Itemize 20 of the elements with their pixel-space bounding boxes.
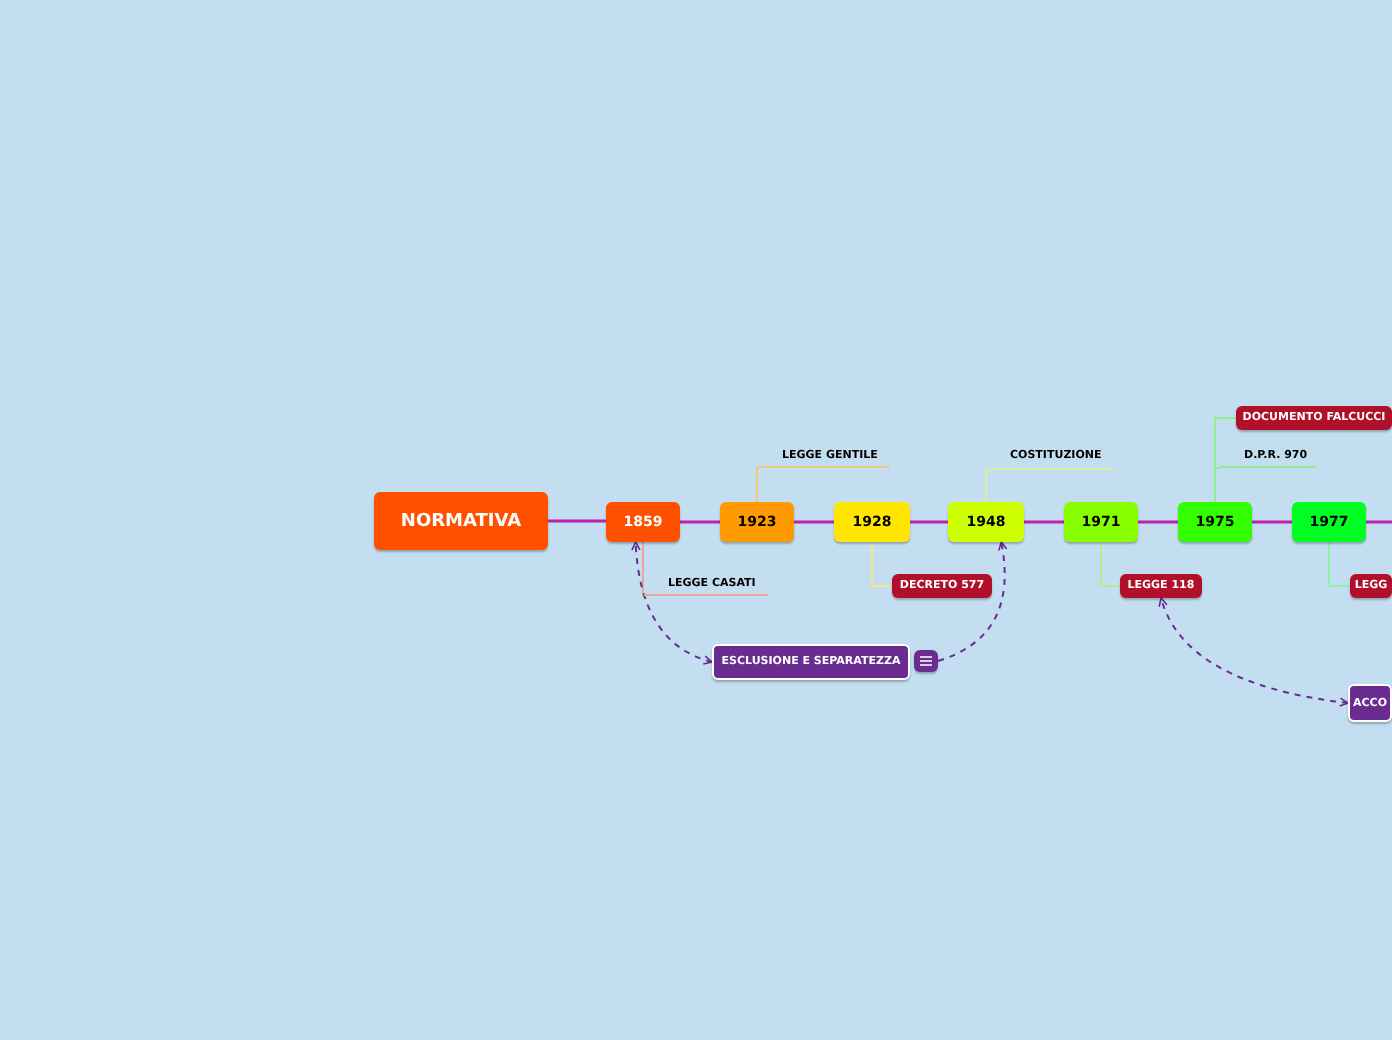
connector-line (1252, 520, 1292, 524)
connector-line (1024, 520, 1064, 524)
dashed-arrow (631, 541, 713, 665)
connector-line (1214, 467, 1221, 503)
connector-line (1328, 541, 1351, 587)
connector-line (794, 520, 834, 524)
root-box: NORMATIVA (374, 492, 548, 550)
connector-line (548, 519, 606, 523)
connector-line (756, 467, 759, 503)
menu-icon (914, 650, 938, 672)
dashed-arrow (1159, 597, 1349, 707)
connector-line (1138, 520, 1178, 524)
connector-line (871, 541, 893, 587)
connector-line (1100, 541, 1121, 587)
connector-line (680, 520, 720, 524)
connector-line (1366, 520, 1392, 524)
dashed-arrow (937, 541, 1008, 662)
connector-line (910, 520, 948, 524)
connector-line (642, 541, 645, 597)
connector-line (985, 469, 987, 503)
